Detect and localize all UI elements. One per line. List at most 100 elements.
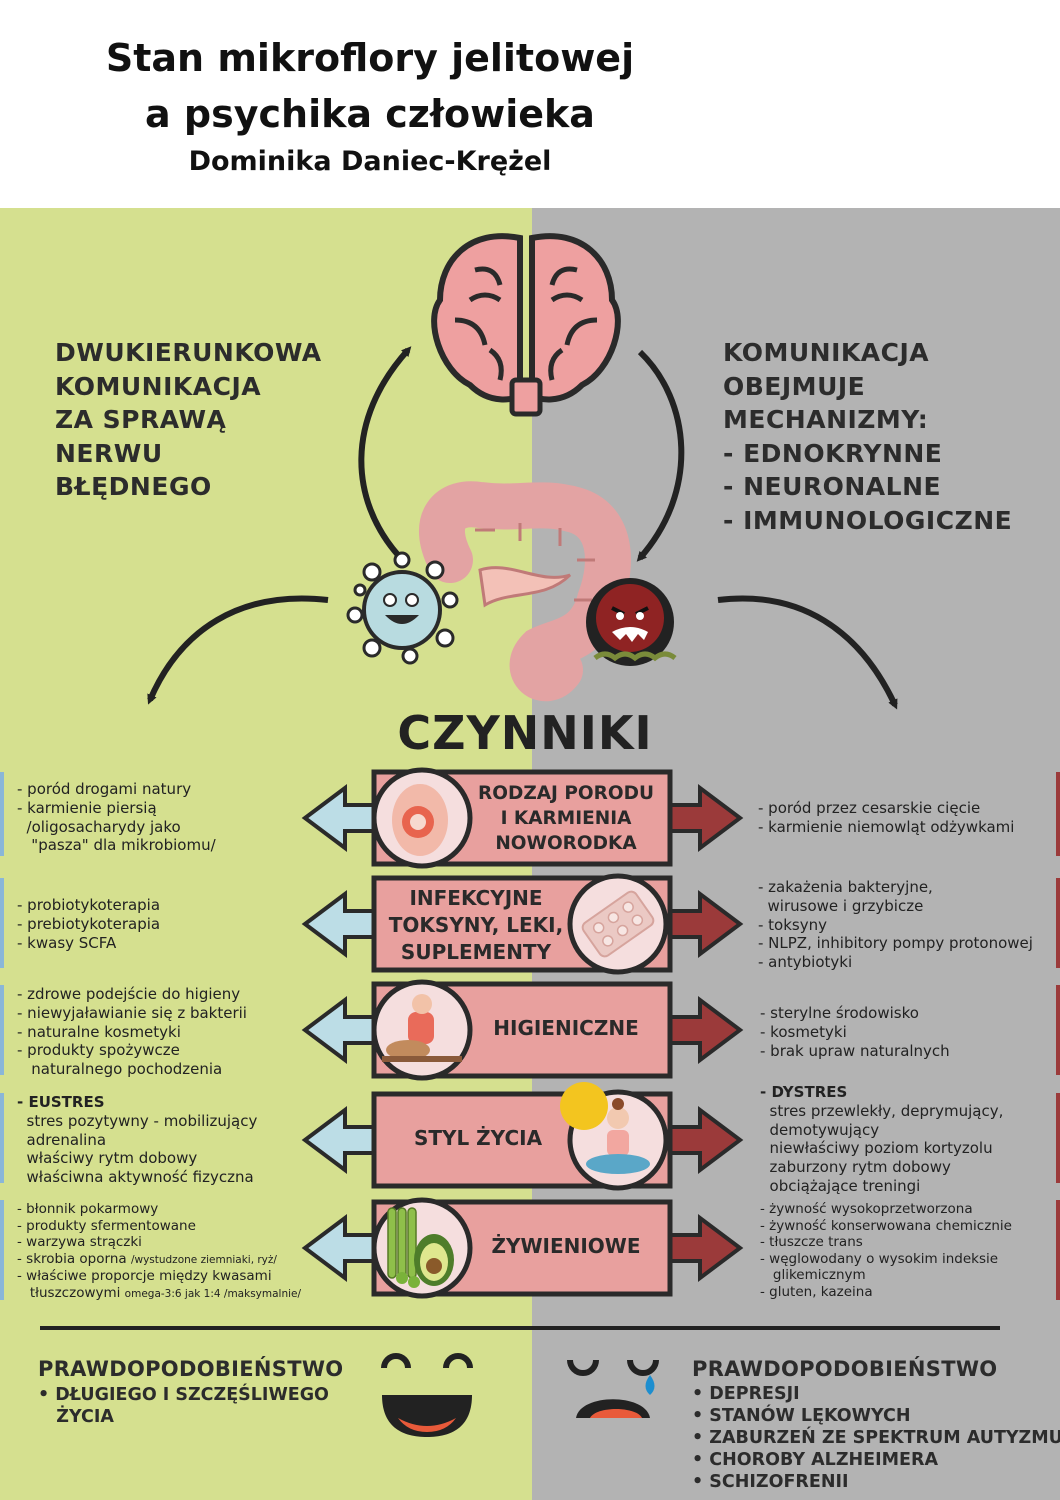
factor-left-list: - błonnik pokarmowy - produkty sfermento… <box>17 1201 301 1302</box>
good-arrow <box>301 1214 380 1282</box>
bad-arrow <box>666 1214 744 1282</box>
list-item: - produkty sfermentowane <box>17 1217 196 1234</box>
list-item: - kosmetyki <box>760 1022 847 1041</box>
factor-left-list: - EUSTRES stres pozytywny - mobilizujący… <box>17 1093 257 1187</box>
factor-label-line: HIGIENICZNE <box>493 1016 639 1040</box>
list-item: - prebiotykoterapia <box>17 914 161 933</box>
pill <box>602 935 614 947</box>
factor-label-hygiene: HIGIENICZNE <box>466 1016 666 1041</box>
factor-left-list: - poród drogami natury - karmienie piers… <box>17 780 216 855</box>
list-item: tłuszczowymi omega-3:6 jak 1:4 /maksymal… <box>17 1285 301 1303</box>
list-item: - gluten, kazeina <box>760 1283 873 1300</box>
good-arrow <box>301 996 380 1064</box>
divider <box>40 1326 1000 1330</box>
pill <box>622 901 634 913</box>
list-item: glikemicznym <box>760 1267 866 1283</box>
list-item: stres przewlekły, deprymujący, <box>760 1101 1004 1120</box>
happy-bacterium-icon <box>346 551 459 665</box>
header: Stan mikroflory jelitowej a psychika czł… <box>0 0 1060 208</box>
bottom-right-list: • DEPRESJI • STANÓW LĘKOWYCH • ZABURZEŃ … <box>692 1383 1060 1493</box>
bad-arrow <box>666 890 744 958</box>
list-item: - naturalne kosmetyki <box>17 1022 181 1041</box>
list-item: ŻYCIA <box>38 1407 114 1427</box>
list-item: • ZABURZEŃ ZE SPEKTRUM AUTYZMU <box>692 1428 1060 1448</box>
factor-label-line: STYL ŻYCIA <box>413 1126 543 1150</box>
page-title-line-2: a psychika człowieka <box>145 92 595 136</box>
edge-mark <box>1056 878 1060 968</box>
list-item: - antybiotyki <box>758 953 853 972</box>
down-arrow <box>636 349 685 562</box>
list-item: - warzywa strączki <box>17 1234 142 1250</box>
factor-label-line: INFEKCYJNE <box>409 886 543 910</box>
list-item: adrenalina <box>17 1130 107 1149</box>
edge-mark <box>1056 1200 1060 1300</box>
list-item: właściwy rytm dobowy <box>17 1149 198 1168</box>
list-item-text: - skrobia oporna <box>17 1250 131 1267</box>
left-heading-line: BŁĘDNEGO <box>55 472 212 502</box>
intestine-icon <box>419 481 631 702</box>
list-item-text: tłuszczowymi <box>17 1284 125 1301</box>
pill <box>607 911 620 924</box>
list-item: • STANÓW LĘKOWYCH <box>692 1406 911 1426</box>
list-item: - niewyjaławianie się z bakterii <box>17 1003 247 1022</box>
edge-mark <box>1056 772 1060 856</box>
left-heading-line: DWUKIERUNKOWA <box>55 338 322 367</box>
list-item: niewłaściwy poziom kortyzolu <box>760 1139 993 1158</box>
list-item: - karmienie niemowląt odżywkami <box>758 817 1015 836</box>
edge-mark <box>0 1093 4 1183</box>
left-branch-arrow <box>147 595 329 705</box>
list-item: - tłuszcze trans <box>760 1234 863 1250</box>
list-item: - kwasy SCFA <box>17 933 117 952</box>
bad-arrow <box>666 996 744 1064</box>
list-item: - probiotykoterapia <box>17 896 161 914</box>
list-item: • DŁUGIEGO I SZCZĘŚLIWEGO <box>38 1385 329 1405</box>
asparagus-shape <box>397 1207 407 1279</box>
list-item: /oligosacharydy jako <box>17 817 181 836</box>
list-title: - DYSTRES <box>760 1083 848 1101</box>
pill <box>592 922 605 934</box>
list-item: - NLPZ, inhibitory pompy protonowej <box>758 934 1033 953</box>
brain-icon <box>431 233 621 417</box>
meditation-icon-shape <box>612 1098 624 1110</box>
list-item: • DEPRESJI <box>692 1384 800 1404</box>
right-heading-line: - NEURONALNE <box>723 472 942 502</box>
factor-label-infections: INFEKCYJNE TOKSYNY, LEKI, SUPLEMENTY <box>378 885 574 966</box>
list-item-note: omega-3:6 jak 1:4 /maksymalnie/ <box>124 1287 302 1300</box>
fetus-icon-shape <box>410 814 426 830</box>
list-item: - poród przez cesarskie cięcie <box>758 799 981 817</box>
list-item: - poród drogami natury <box>17 780 192 798</box>
bottom-right-title: PRAWDOPODOBIEŃSTWO <box>692 1357 998 1381</box>
list-item-note: /wystudzone ziemniaki, ryż/ <box>130 1253 277 1266</box>
woman-icon-shape <box>412 994 432 1014</box>
edge-mark <box>1056 1093 1060 1183</box>
factor-label-line: TOKSYNY, LEKI, <box>388 913 564 937</box>
pill <box>631 914 644 926</box>
factor-left-list: - probiotykoterapia - prebiotykoterapia … <box>17 896 160 952</box>
right-heading-line: - IMMUNOLOGICZNE <box>723 505 1013 535</box>
happy-face-icon <box>381 1353 473 1437</box>
edge-mark <box>0 1200 4 1300</box>
bottom-left-title: PRAWDOPODOBIEŃSTWO <box>38 1357 344 1381</box>
list-item: • CHOROBY ALZHEIMERA <box>692 1450 939 1470</box>
factor-right-list: - żywność wysokoprzetworzona - żywność k… <box>760 1201 1012 1300</box>
list-item: - żywność wysokoprzetworzona <box>760 1201 973 1217</box>
edge-mark <box>1056 985 1060 1075</box>
right-heading-line: MECHANIZMY: <box>723 405 929 435</box>
list-item: - sterylne środowisko <box>760 1004 919 1022</box>
factor-left-list: - zdrowe podejście do higieny - niewyjał… <box>17 985 247 1079</box>
list-item: zaburzony rytm dobowy <box>760 1158 951 1177</box>
pill <box>616 924 629 937</box>
list-item: - skrobia oporna /wystudzone ziemniaki, … <box>17 1251 301 1269</box>
good-arrow <box>301 890 380 958</box>
bad-arrow <box>666 1106 744 1174</box>
meditation-icon-shape <box>607 1107 629 1129</box>
list-item: - karmienie piersią <box>17 798 157 817</box>
edge-mark <box>0 878 4 968</box>
list-item: właściwna aktywność fizyczna <box>17 1168 254 1187</box>
pea-shape <box>408 1276 420 1288</box>
pea-shape <box>396 1272 408 1284</box>
right-heading-line: OBEJMUJE <box>723 371 866 401</box>
factor-label-line: I KARMIENIA <box>500 808 632 829</box>
factor-label-nutrition: ŻYWIENIOWE <box>466 1234 666 1259</box>
